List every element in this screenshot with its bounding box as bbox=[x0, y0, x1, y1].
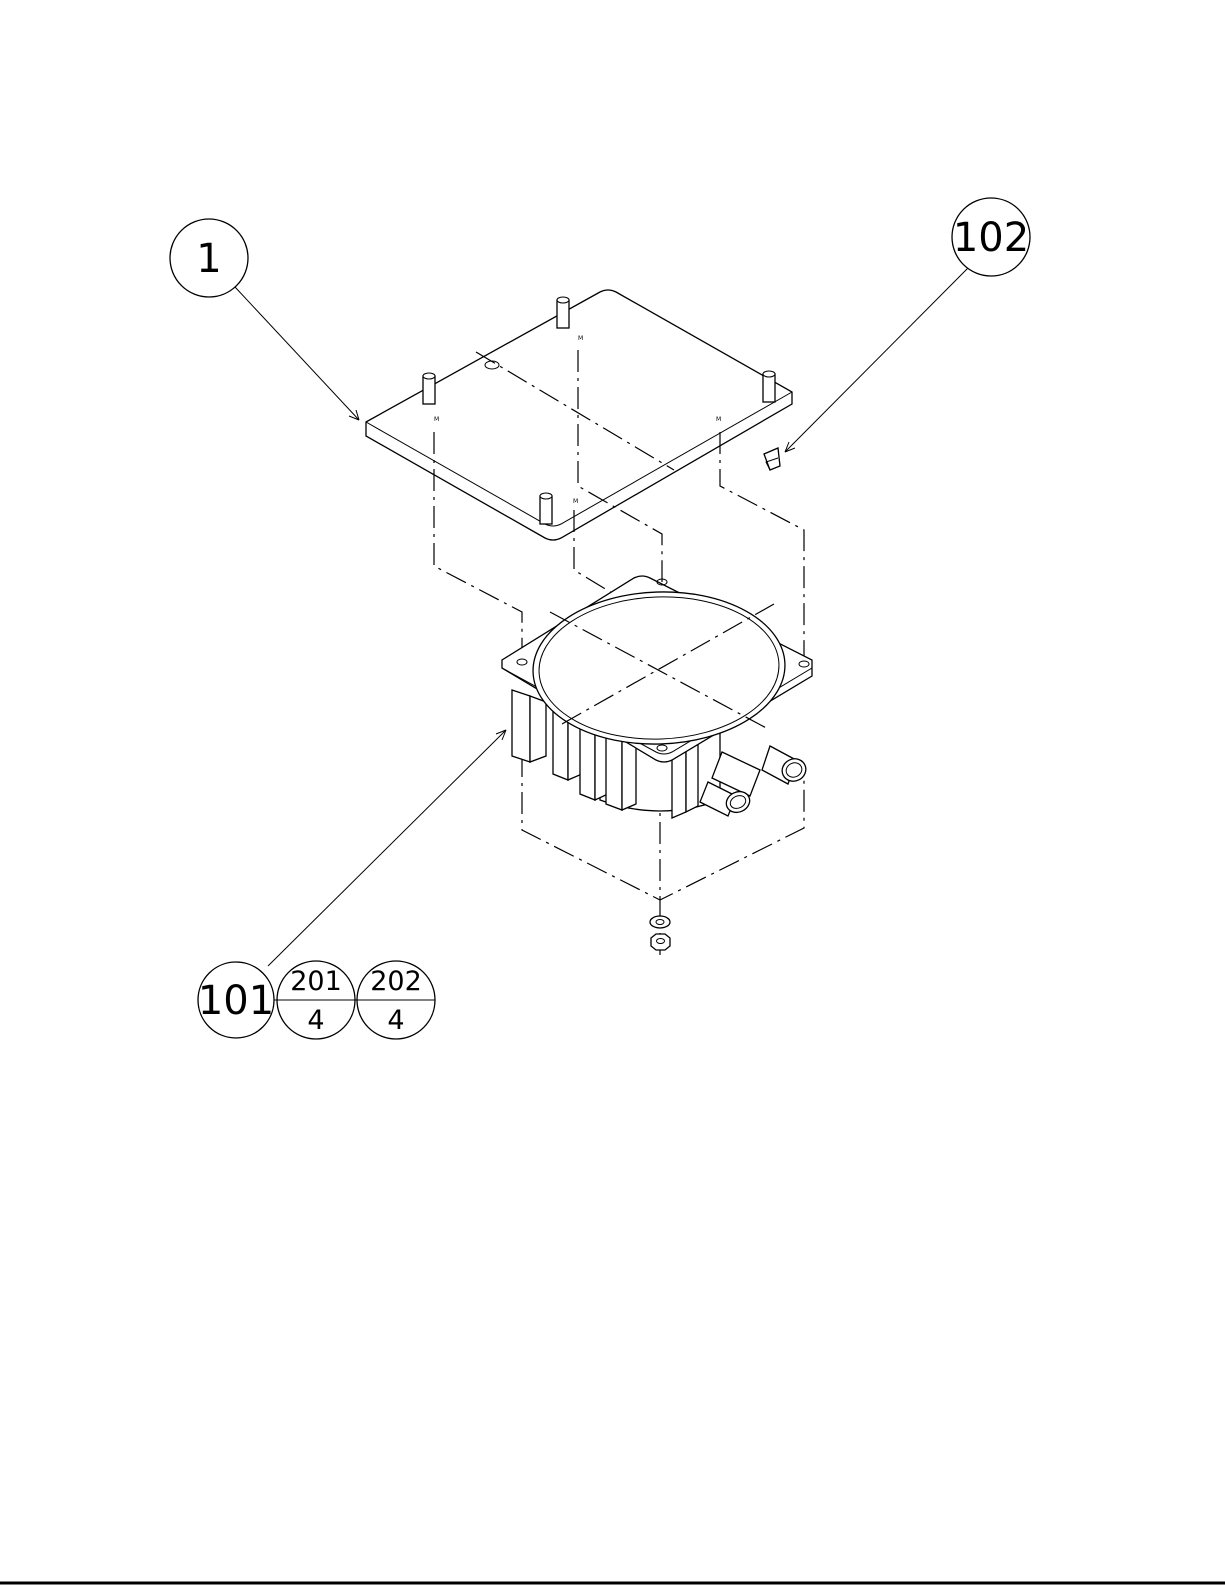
standoff-front bbox=[540, 493, 552, 524]
callout-201-bottom: 4 bbox=[307, 1005, 324, 1036]
svg-text:M: M bbox=[573, 498, 578, 505]
washer bbox=[650, 916, 670, 928]
standoff-left bbox=[423, 373, 435, 404]
callout-1-label: 1 bbox=[196, 236, 221, 282]
svg-text:M: M bbox=[434, 416, 439, 423]
callout-101-label: 101 bbox=[198, 978, 274, 1024]
nut bbox=[651, 934, 670, 950]
clip-part bbox=[764, 448, 780, 470]
callout-202-bottom: 4 bbox=[387, 1005, 404, 1036]
callout-101: 101 bbox=[198, 962, 274, 1038]
standoff-back bbox=[557, 297, 569, 328]
callout-102-label: 102 bbox=[953, 215, 1029, 261]
callout-1: 1 bbox=[170, 219, 248, 297]
svg-text:M: M bbox=[578, 335, 583, 342]
callout-201: 201 4 bbox=[277, 961, 355, 1039]
heatsink-body bbox=[502, 576, 812, 818]
callout-102: 102 bbox=[952, 198, 1030, 276]
callout-202: 202 4 bbox=[357, 961, 435, 1039]
callout-201-top: 201 bbox=[290, 966, 342, 997]
callout-202-top: 202 bbox=[370, 966, 422, 997]
standoff-right bbox=[763, 371, 775, 402]
top-plate: M M M M bbox=[366, 290, 792, 540]
svg-text:M: M bbox=[716, 416, 721, 423]
